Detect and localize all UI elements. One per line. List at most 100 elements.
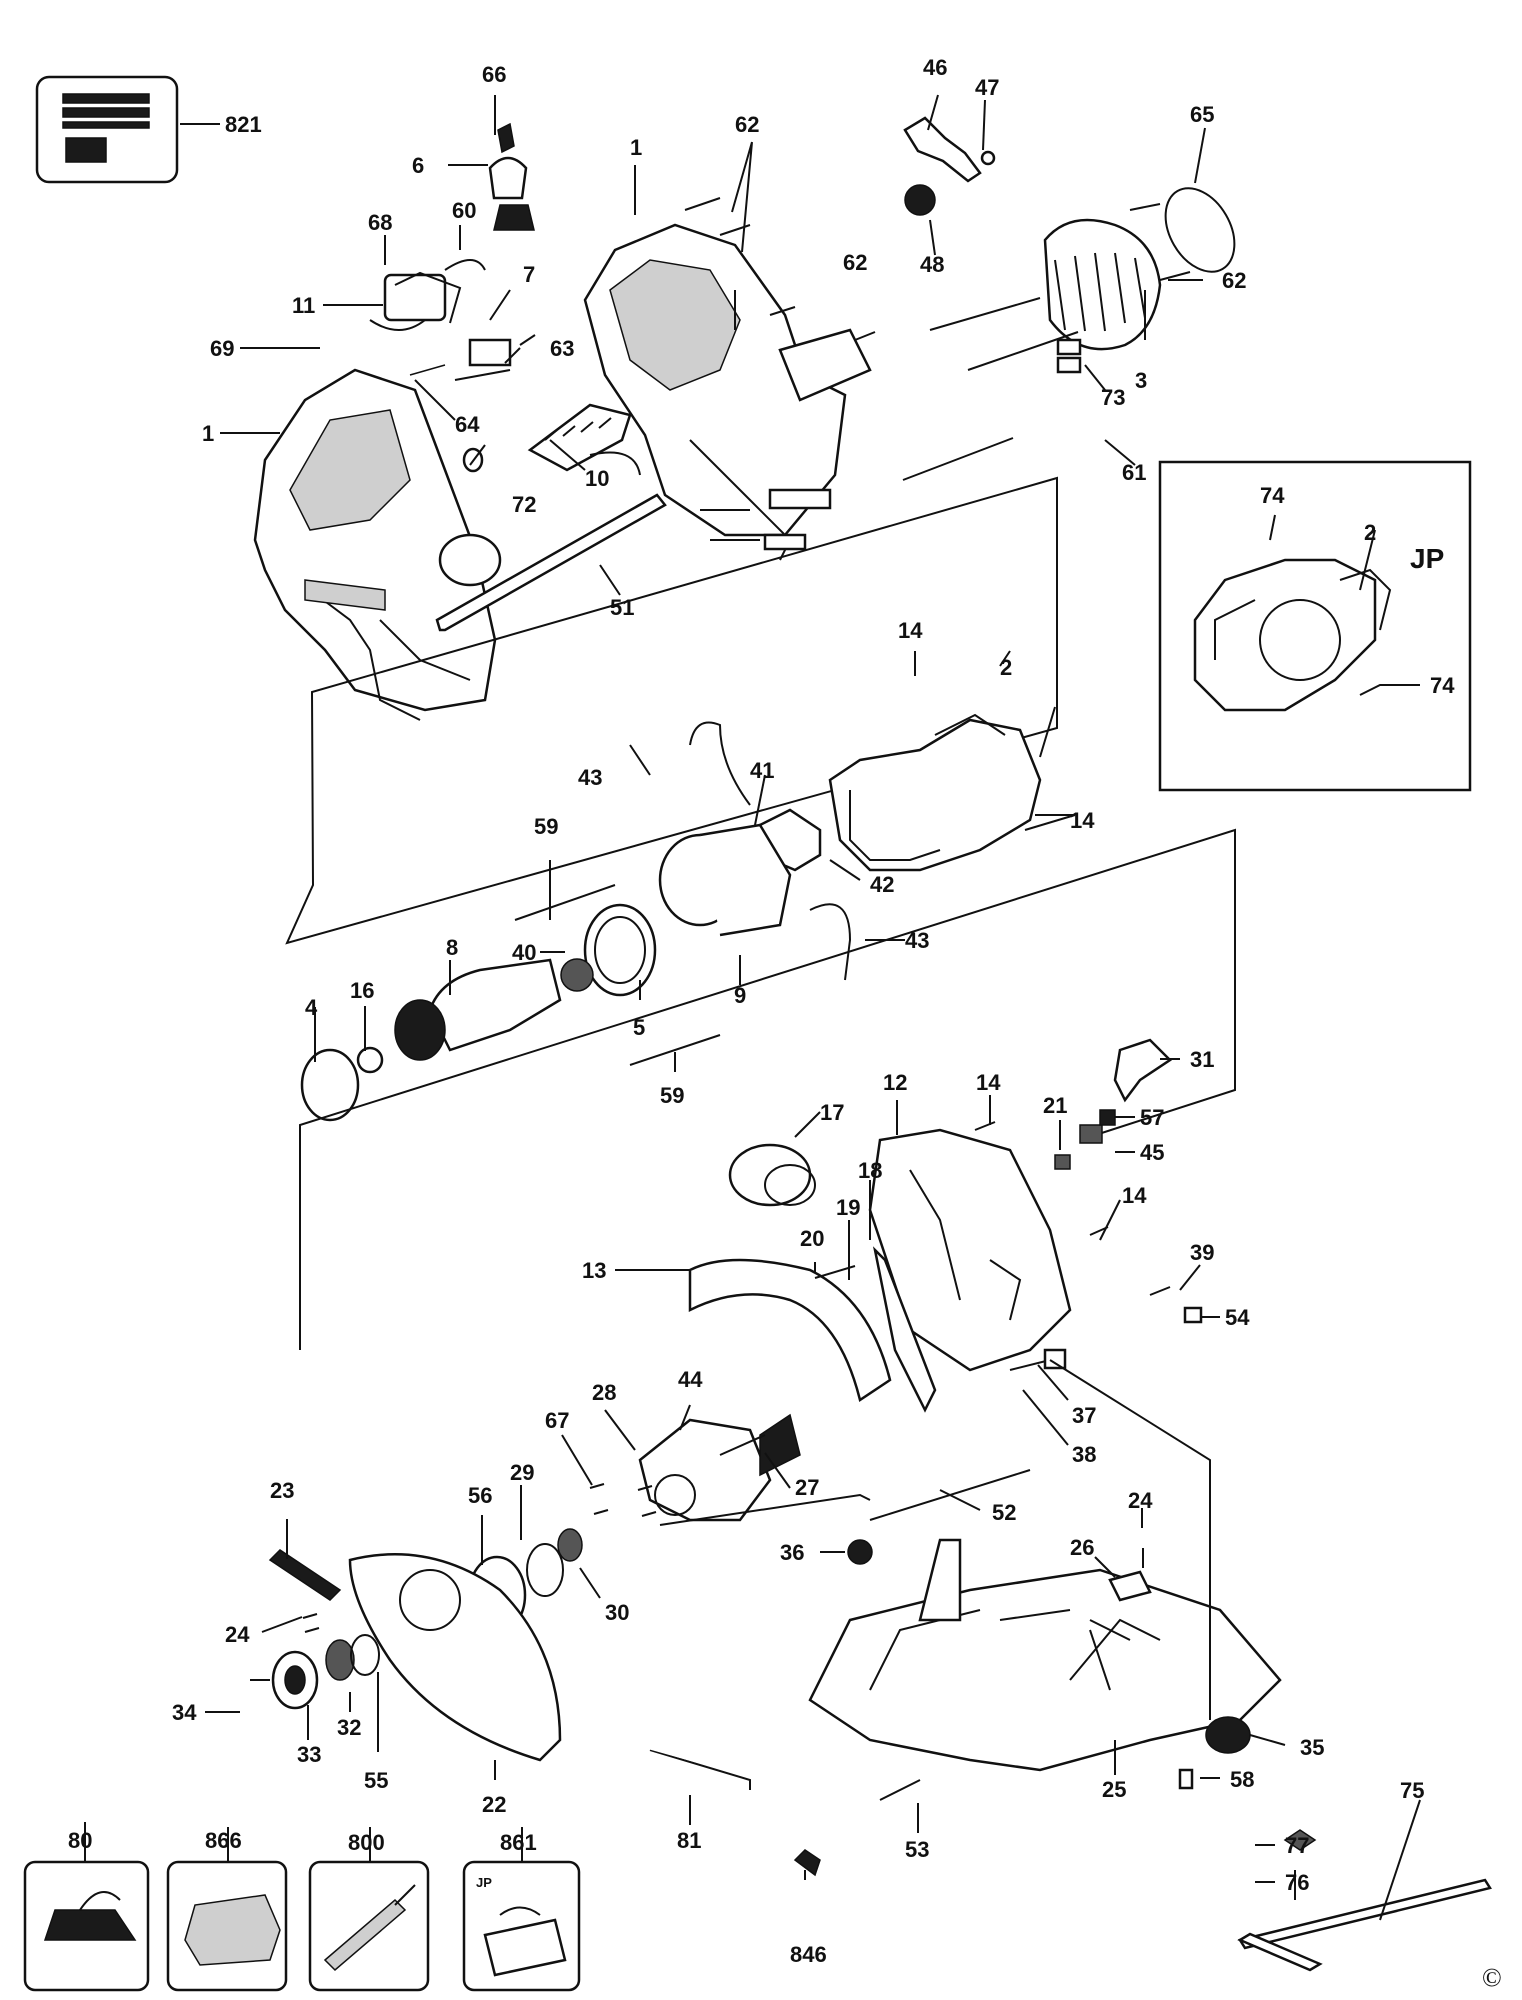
callout-1b: 1 <box>630 135 642 160</box>
callout-58: 58 <box>1230 1767 1254 1792</box>
callout-67: 67 <box>545 1408 569 1433</box>
callout-31: 31 <box>1190 1047 1214 1072</box>
callout-66: 66 <box>482 62 506 87</box>
callout-14d: 14 <box>1122 1183 1147 1208</box>
callout-43a: 43 <box>578 765 602 790</box>
clip-846 <box>793 1849 821 1877</box>
kit-flashlight-box <box>308 1860 430 1992</box>
gear-group-outline <box>659 1493 871 1526</box>
callout-62a: 62 <box>735 112 759 137</box>
stator-part <box>658 823 792 937</box>
callout-61: 61 <box>1122 460 1146 485</box>
callout-74a: 74 <box>1260 483 1285 508</box>
callout-821: 821 <box>225 112 262 137</box>
callout-2: 2 <box>1000 655 1012 680</box>
callout-52: 52 <box>992 1500 1016 1525</box>
lever-23 <box>268 1549 342 1601</box>
callout-43b: 43 <box>905 928 929 953</box>
callout-45: 45 <box>1140 1140 1164 1165</box>
bushing-17 <box>728 1143 816 1207</box>
callout-800: 800 <box>348 1830 385 1855</box>
callout-33: 33 <box>297 1742 321 1767</box>
callout-53: 53 <box>905 1837 929 1862</box>
callout-30: 30 <box>605 1600 629 1625</box>
callout-18: 18 <box>858 1158 882 1183</box>
screws-39-54 <box>1149 1286 1203 1324</box>
callout-57: 57 <box>1140 1105 1164 1130</box>
callout-17: 17 <box>820 1100 844 1125</box>
callout-42: 42 <box>870 872 894 897</box>
leads-43 <box>689 721 852 981</box>
clip-26-24 <box>1108 1548 1152 1602</box>
lower-guard-22 <box>348 1553 562 1762</box>
callout-81: 81 <box>677 1828 701 1853</box>
knob-35 <box>1205 1716 1251 1754</box>
callout-75: 75 <box>1400 1778 1424 1803</box>
callout-55: 55 <box>364 1768 388 1793</box>
callout-39: 39 <box>1190 1240 1214 1265</box>
callout-59a: 59 <box>534 814 558 839</box>
pivot-37-38 <box>1009 1348 1067 1371</box>
callout-36: 36 <box>780 1540 804 1565</box>
callout-14a: 14 <box>898 618 923 643</box>
callout-5: 5 <box>633 1015 645 1040</box>
callout-32: 32 <box>337 1715 361 1740</box>
screws-24 <box>302 1613 320 1633</box>
armature-part <box>394 958 562 1061</box>
callout-34: 34 <box>172 1700 197 1725</box>
lower-group-outline <box>299 828 1236 1350</box>
callout-846: 846 <box>790 1942 827 1967</box>
callout-21: 21 <box>1043 1093 1067 1118</box>
callout-41: 41 <box>750 758 774 783</box>
callout-76: 76 <box>1285 1870 1309 1895</box>
jp-label: JP <box>1410 543 1444 574</box>
callout-56: 56 <box>468 1483 492 1508</box>
callout-27: 27 <box>795 1475 819 1500</box>
washer-32-55 <box>325 1634 380 1681</box>
callout-24a: 24 <box>1128 1488 1153 1513</box>
callout-68: 68 <box>368 210 392 235</box>
screws-62 <box>684 197 1191 341</box>
screws-59 <box>514 884 721 1066</box>
callout-59b: 59 <box>660 1083 684 1108</box>
screw-53 <box>879 1779 921 1801</box>
callout-22: 22 <box>482 1792 506 1817</box>
rip-fence-75 <box>1237 1829 1492 1972</box>
callout-35: 35 <box>1300 1735 1324 1760</box>
callout-1a: 1 <box>202 421 214 446</box>
brush-holder-part <box>527 403 641 476</box>
callout-54: 54 <box>1225 1305 1250 1330</box>
ring-29 <box>526 1543 564 1597</box>
callout-9: 9 <box>734 983 746 1008</box>
callout-14c: 14 <box>976 1070 1001 1095</box>
callout-2jp: 2 <box>1364 520 1376 545</box>
callout-51: 51 <box>610 595 634 620</box>
callout-866: 866 <box>205 1828 242 1853</box>
callout-62b: 62 <box>843 250 867 275</box>
callout-28: 28 <box>592 1380 616 1405</box>
callout-16: 16 <box>350 978 374 1003</box>
callout-72: 72 <box>512 492 536 517</box>
callout-46: 46 <box>923 55 947 80</box>
callout-38: 38 <box>1072 1442 1096 1467</box>
callout-40: 40 <box>512 940 536 965</box>
callout-48: 48 <box>920 252 944 277</box>
callout-20: 20 <box>800 1226 824 1251</box>
fan-end-4 <box>300 1046 384 1122</box>
callout-8: 8 <box>446 935 458 960</box>
kit-jp-label: JP <box>476 1875 492 1890</box>
motor-group-outline <box>285 476 1058 945</box>
baffle-5 <box>583 903 657 997</box>
screws-67 <box>589 1483 657 1517</box>
callout-64: 64 <box>455 412 480 437</box>
callout-80: 80 <box>68 1828 92 1853</box>
kit-charger-box <box>23 1860 150 1992</box>
callout-69: 69 <box>210 336 234 361</box>
callout-23: 23 <box>270 1478 294 1503</box>
callout-47: 47 <box>975 75 999 100</box>
bearing-30 <box>557 1528 583 1562</box>
bearing-plate-28 <box>638 1418 772 1522</box>
callout-77: 77 <box>1285 1833 1309 1858</box>
knob-36 <box>847 1539 873 1565</box>
callout-4: 4 <box>305 995 318 1020</box>
